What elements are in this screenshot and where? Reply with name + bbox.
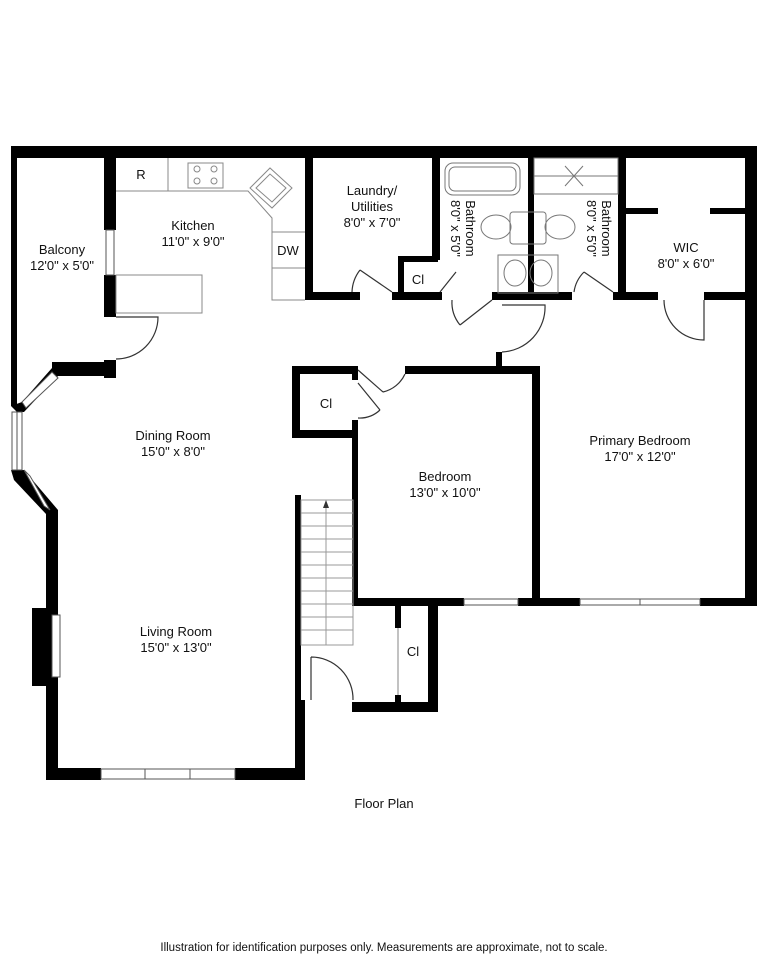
closet-label: Cl — [319, 396, 333, 411]
plan-caption: Floor Plan — [354, 796, 414, 811]
stairs — [300, 499, 354, 646]
walls — [11, 146, 757, 780]
closet-label: Cl — [406, 644, 420, 659]
kitchen-counters — [115, 158, 305, 314]
disclaimer: Illustration for identification purposes… — [160, 942, 608, 954]
closet-label: Cl — [411, 272, 425, 287]
windows — [11, 229, 701, 780]
bathroom-fixtures — [444, 157, 619, 294]
refrigerator-label: R — [136, 167, 146, 182]
doors — [115, 269, 705, 701]
dishwasher-label: DW — [277, 243, 299, 258]
